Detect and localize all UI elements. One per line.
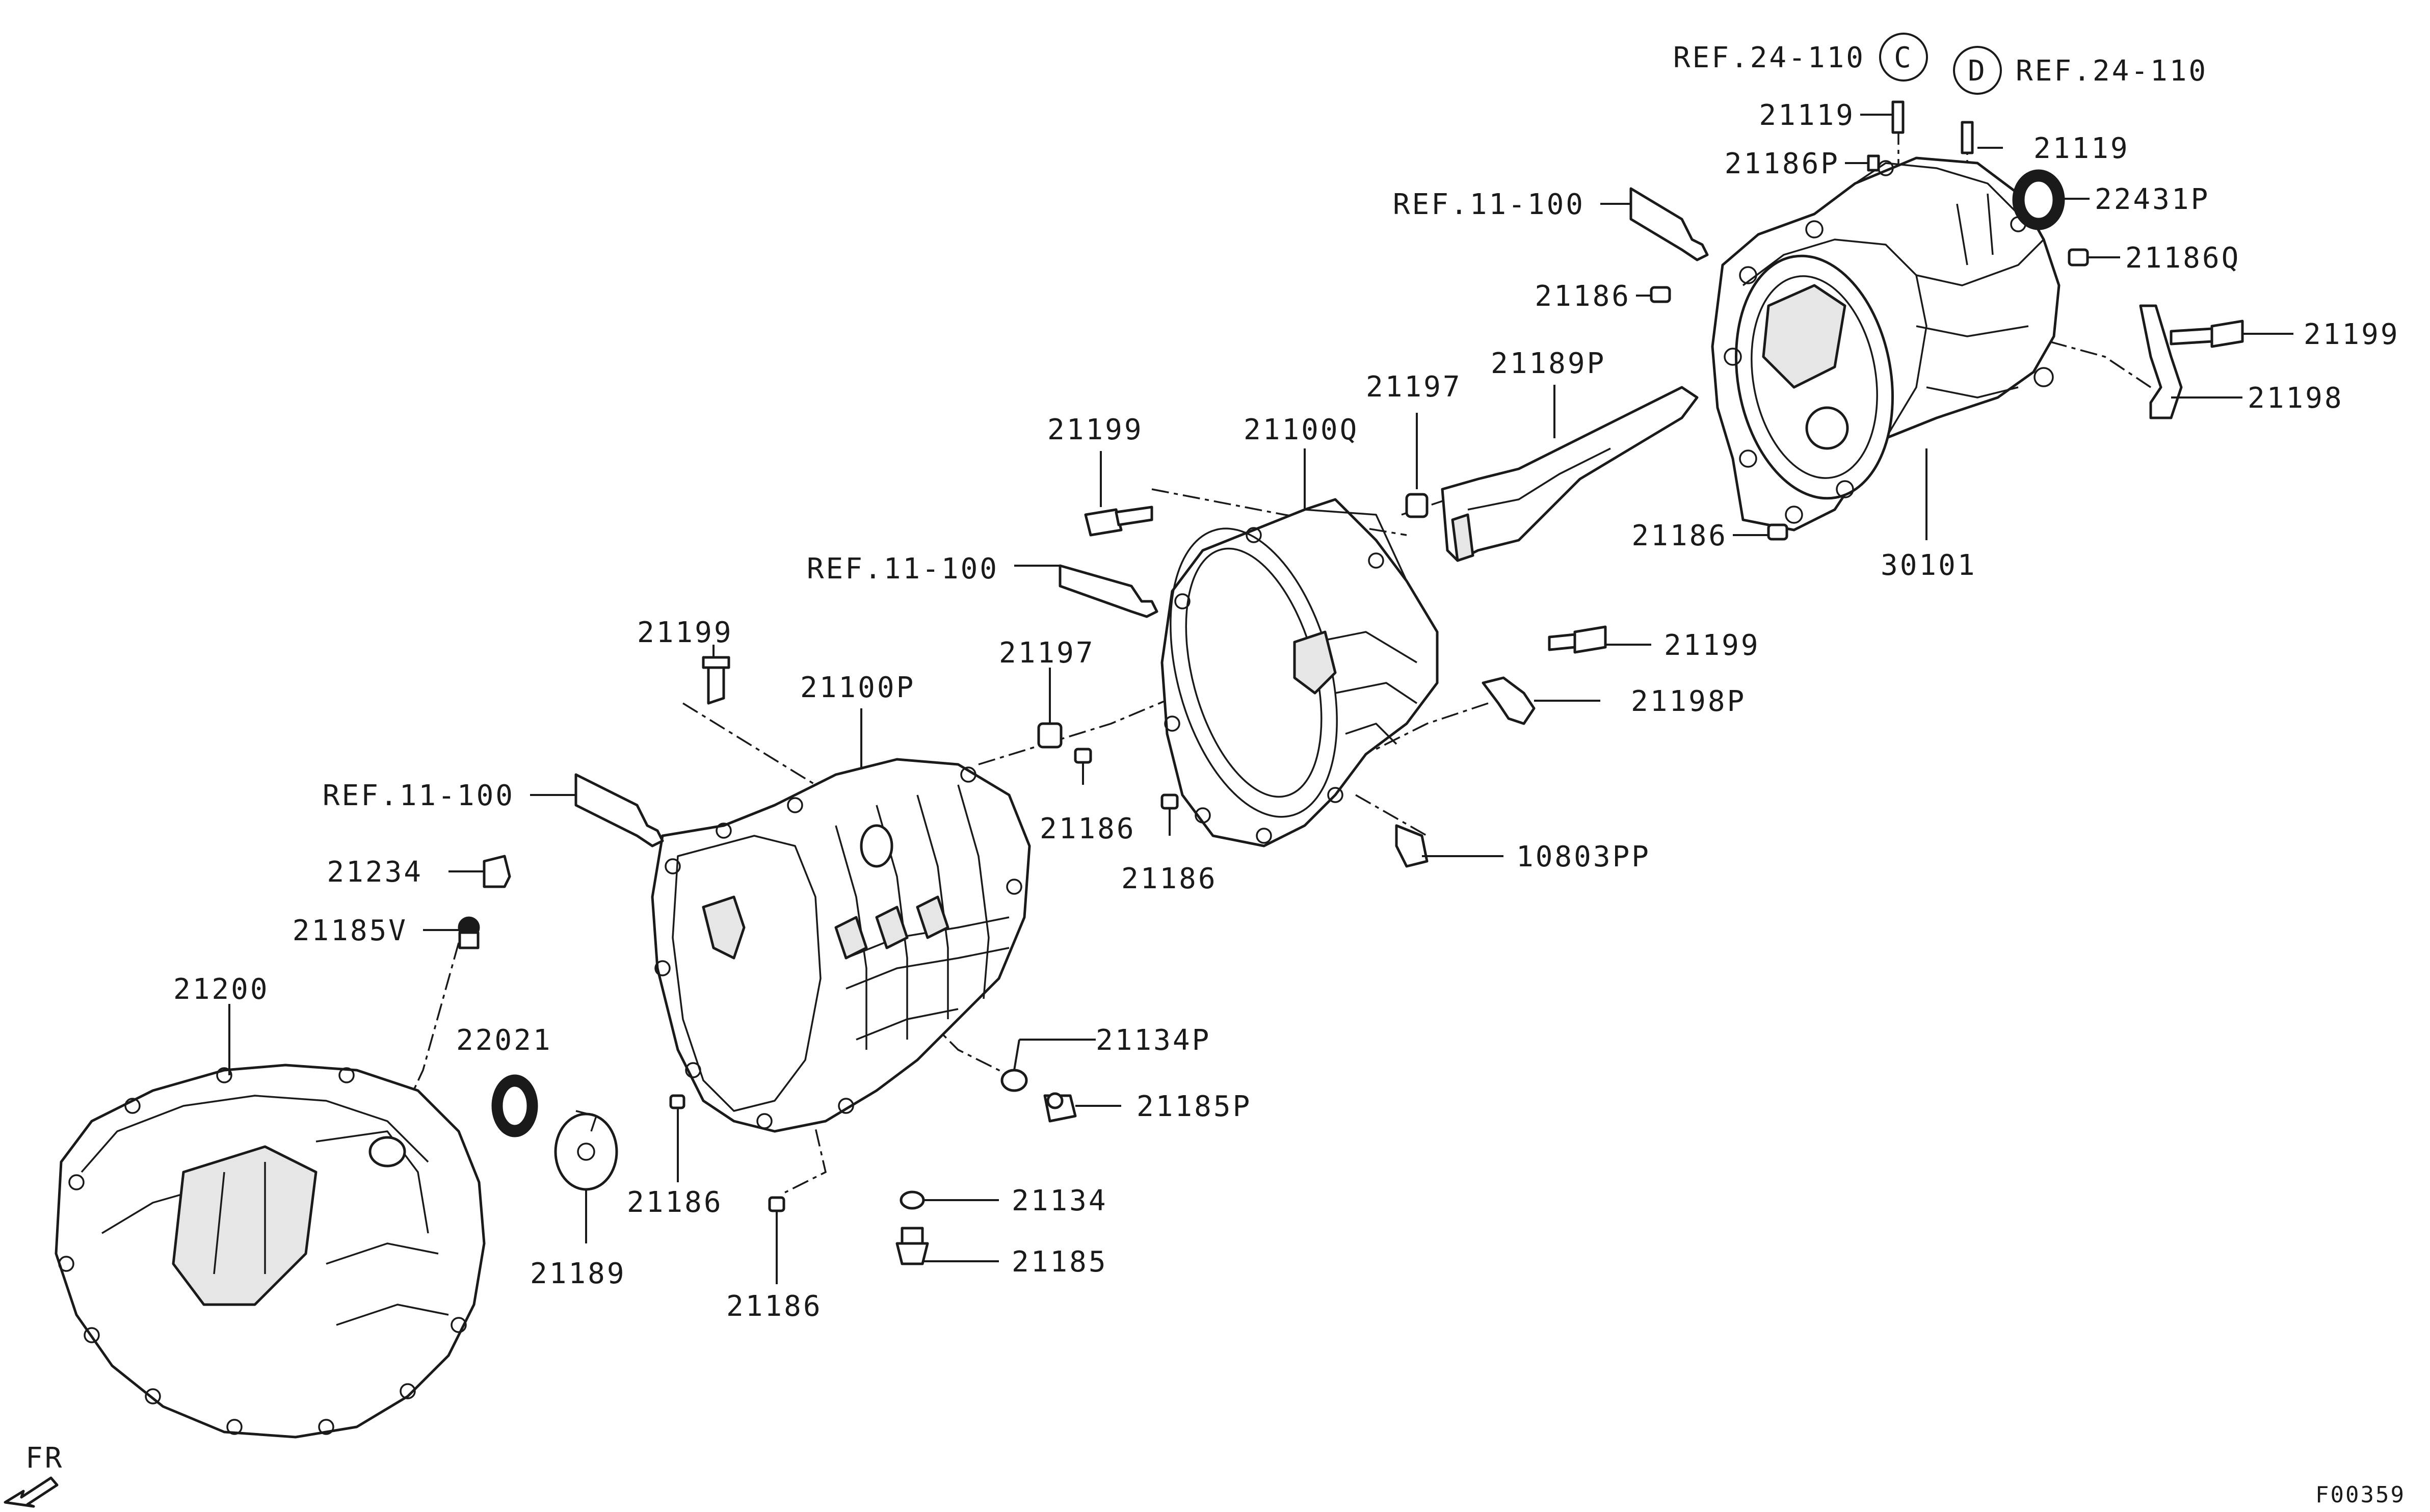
small-parts (458, 100, 2244, 1265)
label-21185V: 21185V (293, 914, 408, 947)
label-21234: 21234 (327, 856, 423, 889)
front-direction-indicator: FR (4, 1442, 64, 1508)
marker-d-circle (1953, 46, 2002, 95)
label-21134P: 21134P (1096, 1024, 1211, 1057)
label-21189: 21189 (530, 1257, 626, 1290)
front-arrow-icon (4, 1476, 59, 1508)
label-21189P: 21189P (1491, 347, 1606, 380)
label-21186-lower-1: 21186 (627, 1186, 723, 1219)
marker-c-circle (1879, 33, 1928, 82)
label-21186-lower-2: 21186 (726, 1290, 823, 1323)
label-21199-mid: 21199 (1047, 413, 1144, 446)
front-direction-label: FR (25, 1442, 64, 1475)
clutch-housing-21200 (55, 1064, 486, 1439)
label-21199-right: 21199 (2304, 318, 2400, 351)
label-30101: 30101 (1881, 549, 1977, 582)
label-21199-midright: 21199 (1664, 629, 1760, 662)
label-22021: 22021 (456, 1024, 552, 1057)
label-21186P: 21186P (1725, 147, 1840, 180)
intermediate-case-21100Q (1160, 498, 1439, 847)
label-ref-11-100-mid: REF.11-100 (807, 552, 999, 586)
label-21186-centre-2: 21186 (1121, 862, 1218, 895)
label-21200: 21200 (173, 973, 270, 1006)
label-21119-b: 21119 (2033, 132, 2130, 165)
label-21198P: 21198P (1631, 685, 1746, 718)
marker-c-letter: C (1894, 41, 1913, 74)
label-21119-a: 21119 (1759, 99, 1855, 132)
figure-code: F00359 (2315, 1482, 2406, 1508)
label-21185P: 21185P (1137, 1090, 1252, 1123)
label-10803PP: 10803PP (1516, 840, 1651, 873)
label-21186-top: 21186 (1535, 280, 1631, 313)
callout-labels: REF.24-110 REF.24-110 21119 21119 21186P… (173, 41, 2400, 1323)
transfer-adapter-case-30101 (1711, 156, 2061, 532)
label-21186-mid-right: 21186 (1631, 519, 1728, 552)
label-21134: 21134 (1012, 1184, 1108, 1217)
label-21198: 21198 (2248, 382, 2344, 415)
label-ref-11-100-top: REF.11-100 (1393, 188, 1585, 221)
label-22431P: 22431P (2095, 183, 2210, 216)
label-21199-left: 21199 (637, 616, 733, 649)
reference-markers: C D (1879, 33, 2002, 95)
label-ref-24-110-d: REF.24-110 (2016, 55, 2208, 88)
label-21186Q: 21186Q (2125, 242, 2240, 275)
label-ref-11-100-left: REF.11-100 (323, 779, 515, 812)
label-21100P: 21100P (800, 671, 915, 704)
label-21197-b: 21197 (999, 636, 1095, 670)
label-21100Q: 21100Q (1244, 413, 1359, 446)
label-21197-a: 21197 (1366, 370, 1462, 404)
bracket-21189P (1441, 386, 1699, 562)
label-ref-24-110-c: REF.24-110 (1673, 41, 1865, 74)
label-21185: 21185 (1012, 1245, 1108, 1279)
leader-lines (228, 114, 2293, 1284)
transmission-case-21100P (651, 758, 1031, 1133)
marker-d-letter: D (1968, 55, 1987, 88)
label-21186-centre-1: 21186 (1040, 812, 1136, 845)
